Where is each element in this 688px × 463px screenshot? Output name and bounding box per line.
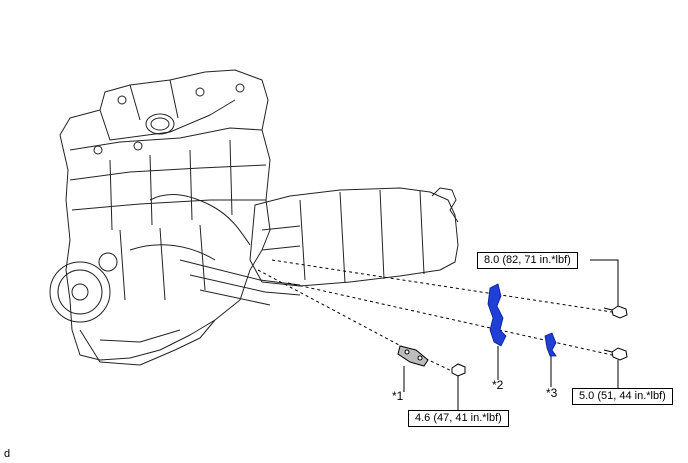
part-2-bracket — [487, 283, 507, 347]
transmission-illustration — [249, 187, 459, 287]
part-3-bracket — [544, 332, 557, 357]
engine-illustration — [59, 69, 301, 366]
crank-pulley — [49, 252, 118, 323]
callout-part-3: *3 — [546, 386, 558, 400]
bolt-upper — [603, 305, 628, 319]
bolt-lower — [451, 363, 466, 382]
torque-spec-lower: 4.6 (47, 41 in.*lbf) — [408, 410, 509, 427]
part-1-bracket — [397, 345, 429, 367]
callout-part-1: *1 — [392, 389, 404, 403]
callout-part-2: *2 — [492, 378, 504, 392]
leader-upper — [590, 259, 619, 306]
torque-spec-upper: 8.0 (82, 71 in.*lbf) — [477, 252, 578, 269]
dash-line-lower — [287, 282, 613, 356]
torque-spec-right: 5.0 (51, 44 in.*lbf) — [572, 388, 673, 405]
corner-identifier: d — [4, 448, 11, 460]
bolt-right — [603, 347, 628, 361]
